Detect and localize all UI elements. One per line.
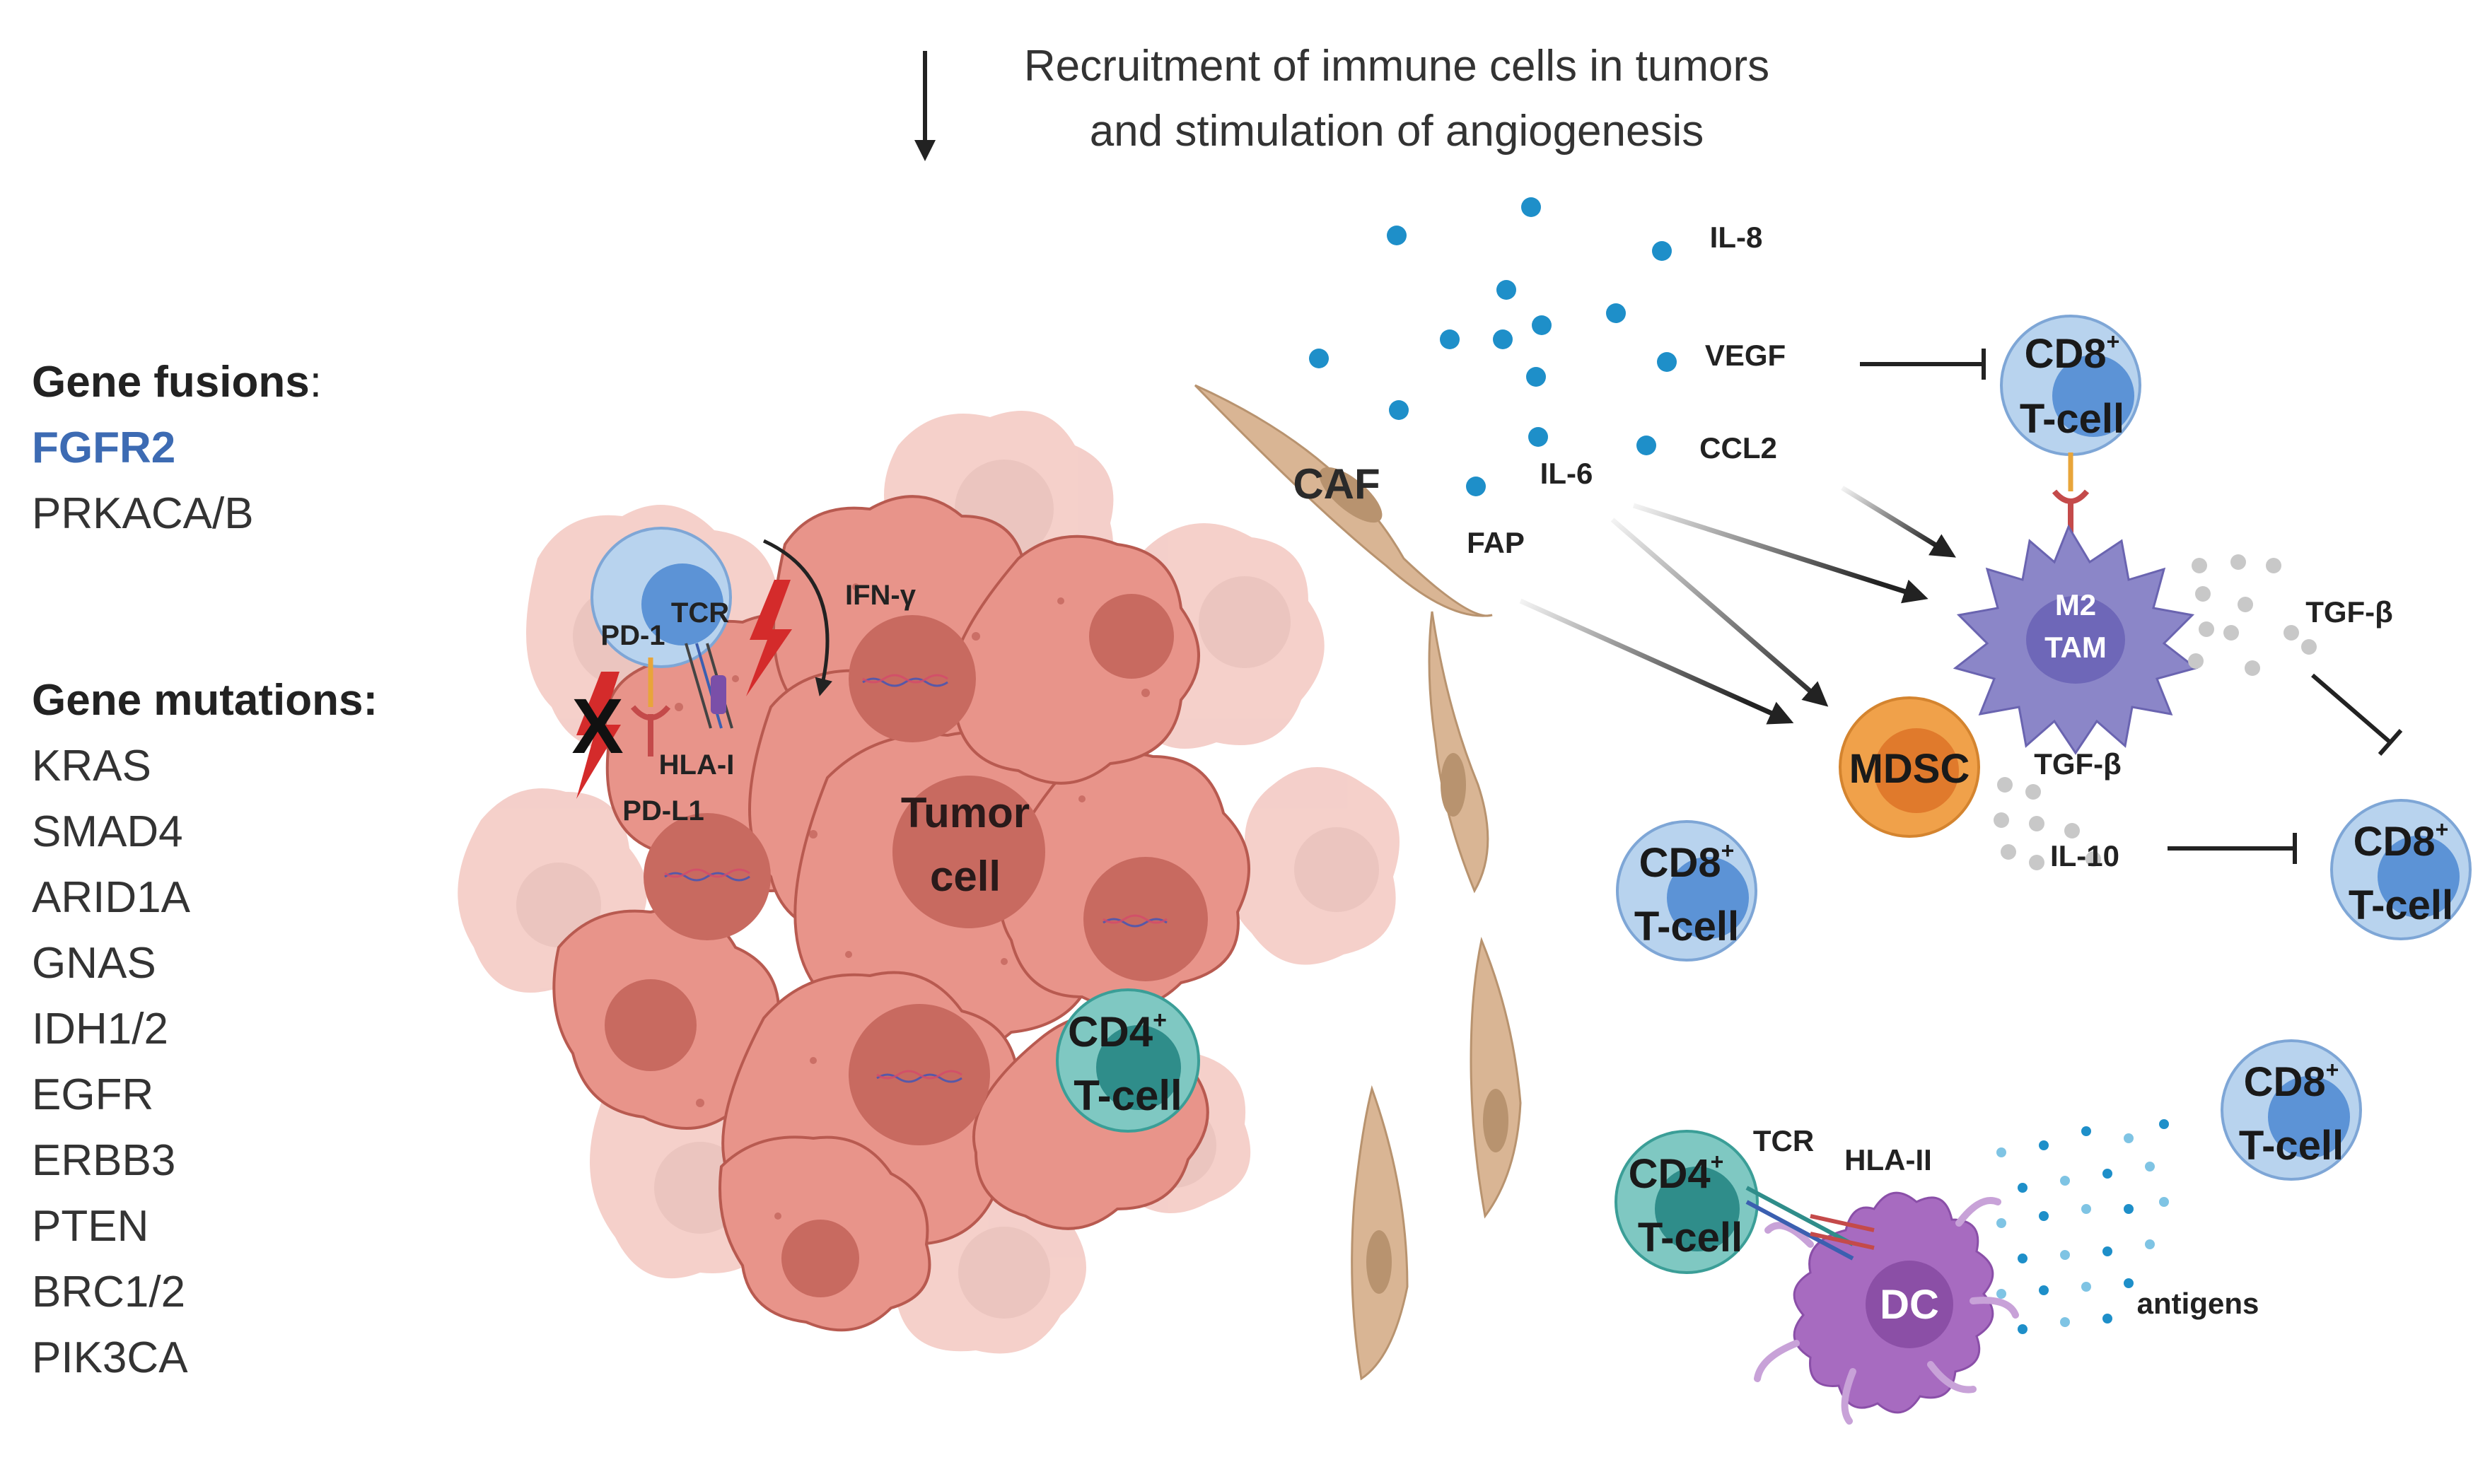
pd1-label: PD-1 [600,620,665,651]
tcr-hla2-complex [1745,1186,1875,1261]
il8-label: IL-8 [1710,221,1763,254]
hla1-label: HLA-I [659,749,735,781]
cd8-label: CD8+ [2244,1057,2339,1105]
cd8-tcell-bottom [2221,1039,2362,1181]
il6-to-tam-arrow [1632,503,1928,604]
ccl2-label: CCL2 [1699,431,1777,465]
il6-to-mdsc-arrow [1610,518,1829,707]
mutation-item: ERBB3 [32,1136,176,1185]
tcell-label: T-cell [2020,396,2124,442]
gene-mutations-heading: Gene mutations: [32,676,378,725]
cd8-tcell-top [2000,315,2141,456]
cd4-tcell-tumor [1056,988,1200,1133]
m2-tam-cell [1953,524,2199,755]
ifng-arrow [762,539,832,696]
fap-to-mdsc-arrow [1519,598,1794,725]
lightning-icon [746,580,792,696]
tcell-label: T-cell [1634,904,1739,950]
ifng-label: IFN-γ [845,580,917,611]
fap-label: FAP [1467,526,1525,559]
cd4-label: CD4+ [1068,1007,1167,1056]
tgfb-mdsc-label: TGF-β [2034,747,2122,781]
caf-label: CAF [1293,460,1380,508]
tcell-label: T-cell [1638,1215,1743,1261]
tcr-receptor [685,643,733,729]
mutation-item: IDH1/2 [32,1005,168,1053]
mutation-item: EGFR [32,1070,154,1119]
vegf-label: VEGF [1705,339,1786,372]
tcell-label: T-cell [2349,882,2453,928]
mutation-item: SMAD4 [32,807,183,856]
antigen-dots [1996,1119,2169,1334]
hla2-label: HLA-II [1844,1143,1932,1176]
cd8-label: CD8+ [2025,329,2120,377]
mdsc-label: MDSC [1849,746,1970,792]
cd8-tcell-right [2330,799,2472,940]
fusion-item-prkaca: PRKACA/B [32,489,254,538]
antigens-label: antigens [2137,1287,2259,1320]
mutation-item: PIK3CA [32,1333,188,1382]
mdsc-cell [1839,696,1980,838]
mutation-item: PTEN [32,1202,149,1251]
m2-label: M2 [2055,588,2096,621]
cd4-label: CD4+ [1629,1149,1724,1197]
pdl1-label: PD-L1 [622,795,704,826]
fusion-item-fgfr2: FGFR2 [32,423,176,472]
mutation-item: GNAS [32,939,156,988]
tcell-label: T-cell [1074,1072,1182,1119]
tam-label: TAM [2044,631,2107,664]
cd8-label: CD8+ [1639,838,1735,886]
tcell-label: T-cell [2239,1123,2344,1169]
cd4-tcell-bottom [1615,1130,1759,1274]
top-caption-line-1: Recruitment of immune cells in tumors [1023,42,1770,90]
il10-label: IL-10 [2050,839,2119,872]
cd8-label: CD8+ [2354,817,2449,865]
cytokine-dots [1309,197,1677,496]
pd1-receptor [630,658,671,756]
tumor-cell-label-1: Tumor [901,789,1030,836]
blocked-x-icon: X [571,683,623,770]
cd8-tcell-tumor [590,527,732,668]
ccl2-to-tam-arrow [1841,486,1956,558]
dc-label: DC [1880,1282,1939,1328]
tcr-label: TCR [671,597,729,629]
tcr-dc-label: TCR [1753,1124,1814,1157]
mutation-item: ARID1A [32,873,190,922]
cd8-tcell-middle [1616,820,1757,962]
tgfb-dots [2188,554,2317,676]
tgfb-tam-label: TGF-β [2305,595,2393,629]
tumor-cell-label-2: cell [930,853,1001,900]
gene-fusions-heading: Gene fusions: [32,358,322,407]
dc-cell [1754,1191,2019,1425]
lightning-icon [576,672,621,799]
mutation-item: BRC1/2 [32,1268,186,1316]
il6-label: IL-6 [1540,457,1593,490]
mutation-item: KRAS [32,742,151,790]
tam-inhibition-line [2311,673,2392,744]
top-caption-line-2: and stimulation of angiogenesis [1089,107,1704,156]
